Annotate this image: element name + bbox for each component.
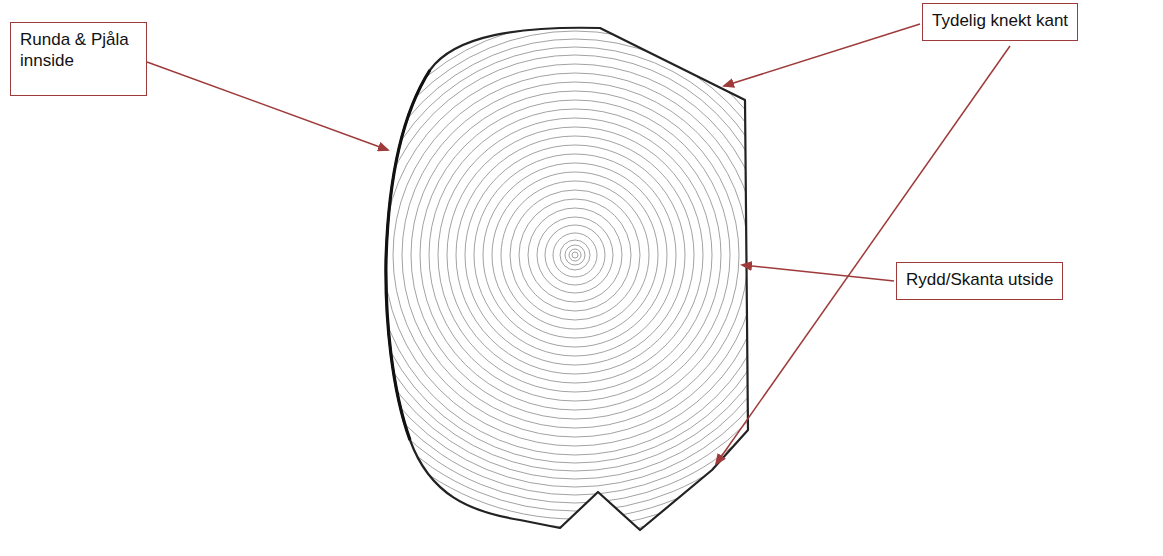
callout-box: Runda & Pjåla innside [10, 22, 147, 96]
callout-box: Tydelig knekt kant [922, 3, 1078, 41]
leader-arrow [147, 62, 388, 150]
log-outline [386, 28, 748, 530]
callout-text: Tydelig knekt kant [932, 10, 1068, 31]
callout-text: Runda & Pjåla innside [20, 29, 137, 72]
leader-arrow [742, 265, 894, 281]
leader-arrow [716, 46, 1010, 464]
callout-text: Rydd/Skanta utside [906, 269, 1053, 290]
callout-box: Rydd/Skanta utside [896, 262, 1063, 300]
leader-arrow [724, 24, 920, 86]
round-inner-side [386, 70, 430, 440]
growth-rings [263, 0, 887, 556]
